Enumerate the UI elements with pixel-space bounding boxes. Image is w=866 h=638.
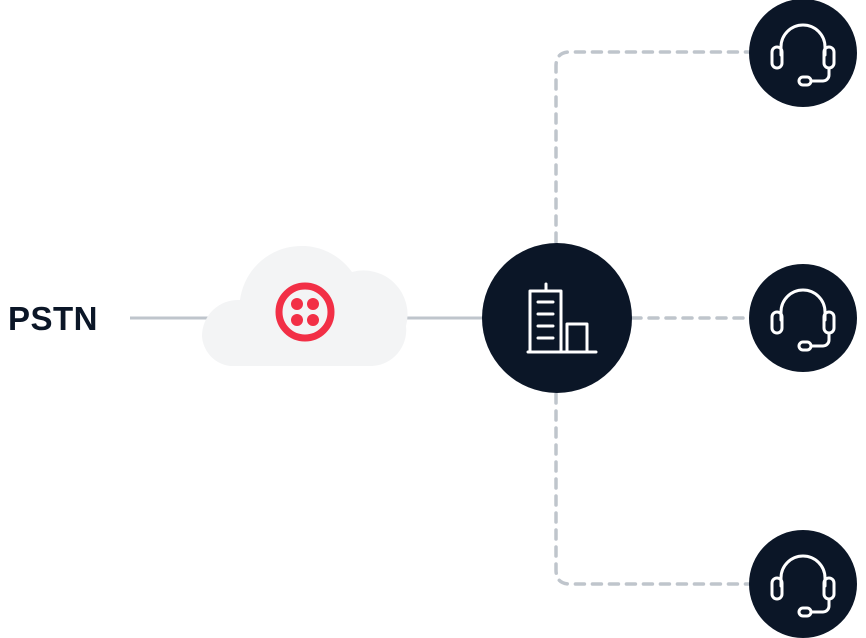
headset-icon <box>770 554 836 618</box>
headset-icon <box>770 288 836 352</box>
twilio-cloud <box>201 245 408 366</box>
headset-icon <box>770 23 836 87</box>
agent-circle <box>749 530 857 638</box>
agent-node-bottom <box>749 530 857 638</box>
agent-circle <box>749 264 857 372</box>
hub-node <box>482 243 632 393</box>
cloud-shape <box>201 245 408 366</box>
hub-to-agent-bottom-connector <box>554 392 752 586</box>
hub-circle <box>482 243 632 393</box>
hub-to-agent-top-connector <box>554 50 752 244</box>
pstn-label: PSTN <box>8 300 98 337</box>
agent-circle <box>749 0 857 107</box>
agent-node-top <box>749 0 857 107</box>
twilio-logo-icon <box>275 282 335 342</box>
building-icon <box>526 282 598 354</box>
agent-node-middle <box>749 264 857 372</box>
